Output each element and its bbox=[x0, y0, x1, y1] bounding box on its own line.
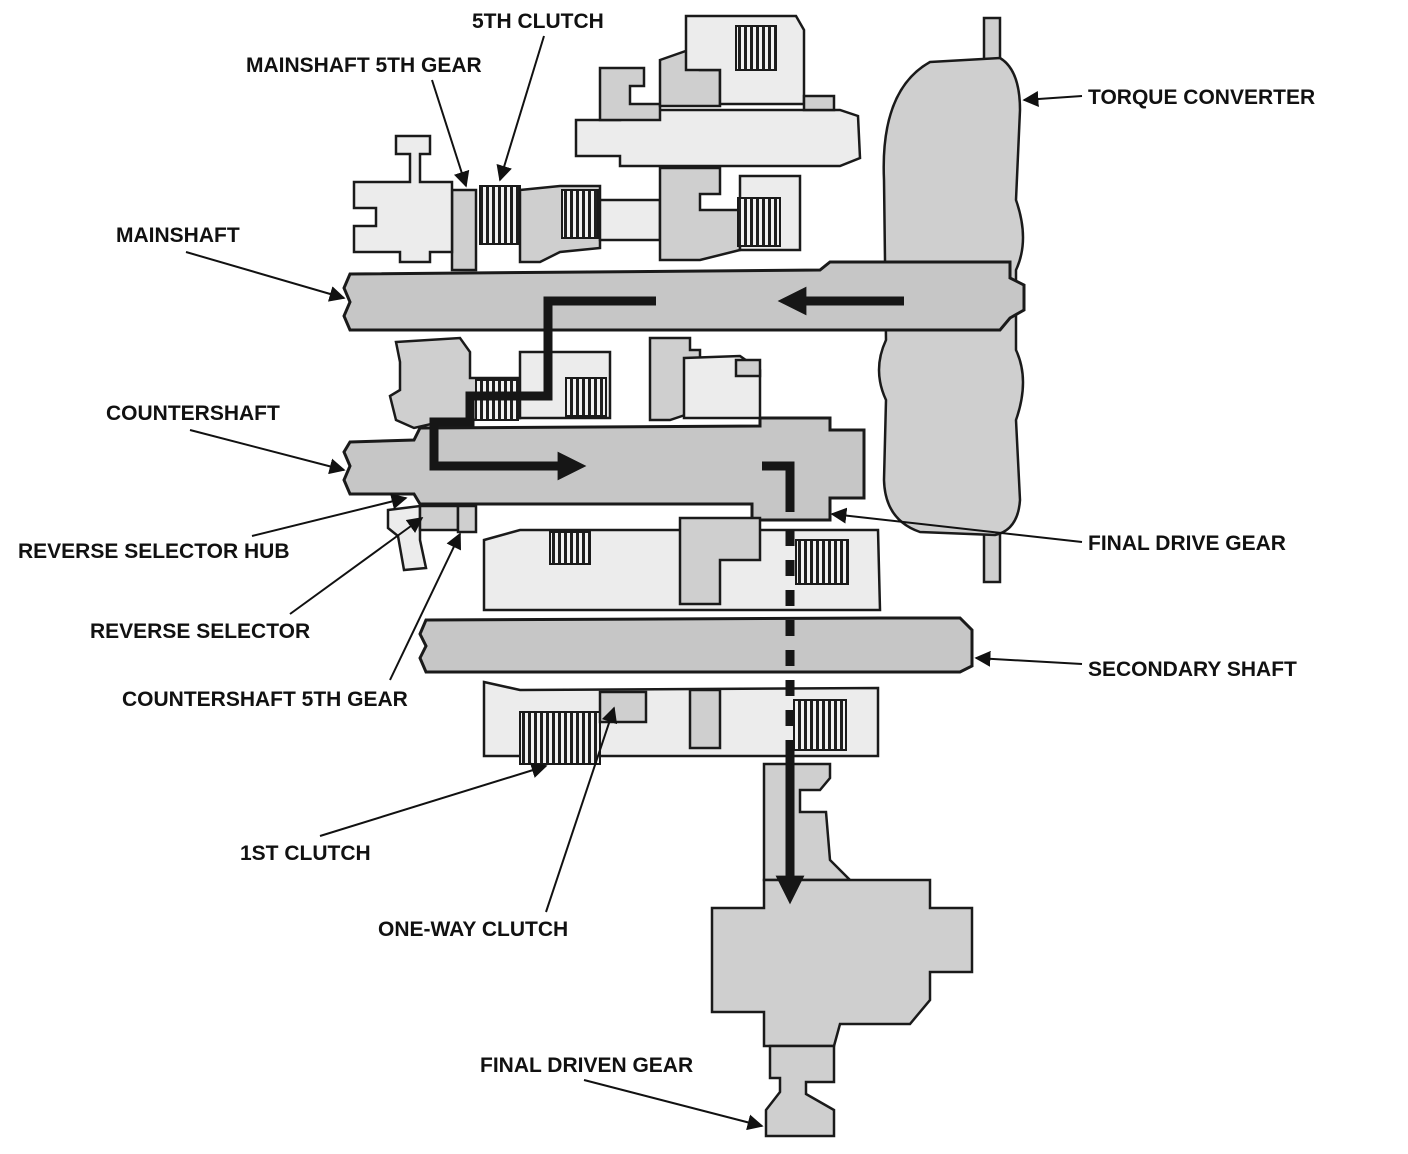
label-mainshaft-fifth-gear: MAINSHAFT 5TH GEAR bbox=[246, 54, 482, 77]
label-reverse-selector-hub: REVERSE SELECTOR HUB bbox=[18, 540, 290, 563]
differential-housing bbox=[710, 878, 974, 1048]
mainshaft-gear-middle bbox=[658, 166, 742, 262]
leader-mainshaft bbox=[185, 251, 346, 302]
power-flow-final-drive bbox=[762, 461, 795, 512]
leader-countershaft-fifth-gear bbox=[389, 532, 461, 681]
secondary-shaft-assembly bbox=[418, 516, 974, 765]
label-reverse-selector: REVERSE SELECTOR bbox=[90, 620, 310, 643]
power-flow-arrow-countershaft bbox=[429, 296, 656, 481]
fifth-clutch-discs bbox=[479, 185, 521, 245]
callout-labels: 5TH CLUTCH MAINSHAFT 5TH GEAR TORQUE CON… bbox=[18, 10, 1315, 1077]
secondary-lower-gear bbox=[688, 688, 722, 750]
label-secondary-shaft: SECONDARY SHAFT bbox=[1088, 658, 1297, 681]
secondary-upper-clutch-discs-left bbox=[549, 531, 591, 565]
leader-countershaft bbox=[189, 429, 346, 475]
differential-assembly bbox=[710, 762, 974, 1138]
leader-one-way-clutch bbox=[545, 706, 618, 913]
label-fifth-clutch: 5TH CLUTCH bbox=[472, 10, 604, 33]
mainshaft-hub bbox=[598, 198, 662, 242]
leader-mainshaft-fifth-gear bbox=[431, 79, 470, 188]
leader-reverse-selector-hub bbox=[251, 493, 408, 537]
label-first-clutch: 1ST CLUTCH bbox=[240, 842, 371, 865]
secondary-upper-clutch-discs-right bbox=[795, 539, 849, 585]
leader-first-clutch bbox=[319, 762, 548, 837]
leader-reverse-selector bbox=[289, 517, 424, 615]
mainshaft-lower-clutch-discs bbox=[737, 197, 781, 247]
torque-converter-stub-bottom bbox=[982, 528, 1002, 584]
label-countershaft-fifth-gear: COUNTERSHAFT 5TH GEAR bbox=[122, 688, 408, 711]
leader-secondary-shaft bbox=[974, 650, 1083, 667]
mainshaft-fifth-gear bbox=[450, 188, 478, 272]
mainshaft-body bbox=[342, 260, 1026, 332]
leader-final-driven-gear bbox=[583, 1079, 764, 1131]
mainshaft-assembly bbox=[342, 134, 1026, 332]
final-drive-gear bbox=[678, 516, 762, 606]
mainshaft-clutch-discs bbox=[561, 189, 599, 239]
upper-gear-left bbox=[598, 66, 662, 122]
countershaft-assembly bbox=[342, 336, 866, 572]
label-mainshaft: MAINSHAFT bbox=[116, 224, 240, 247]
leader-torque-converter bbox=[1022, 91, 1083, 107]
countershaft-bearing bbox=[734, 358, 762, 378]
final-driven-gear-upper bbox=[762, 762, 854, 882]
reverse-selector bbox=[418, 504, 460, 532]
power-flow-path bbox=[429, 286, 904, 905]
first-clutch-discs bbox=[519, 711, 601, 765]
upper-clutch-discs bbox=[735, 25, 777, 71]
label-torque-converter: TORQUE CONVERTER bbox=[1088, 86, 1315, 109]
label-countershaft: COUNTERSHAFT bbox=[106, 402, 280, 425]
mainshaft-gear-cluster-left bbox=[352, 134, 454, 264]
label-final-driven-gear: FINAL DRIVEN GEAR bbox=[480, 1054, 693, 1077]
upper-bearing bbox=[802, 94, 836, 112]
one-way-clutch bbox=[598, 690, 648, 724]
countershaft-fifth-gear-lower bbox=[456, 504, 478, 534]
secondary-shaft-body bbox=[418, 616, 974, 674]
label-one-way-clutch: ONE-WAY CLUTCH bbox=[378, 918, 568, 941]
final-driven-gear bbox=[764, 1044, 836, 1138]
upper-shaft-assembly bbox=[574, 14, 862, 168]
countershaft-second-clutch-discs bbox=[565, 377, 607, 417]
leader-fifth-clutch bbox=[496, 35, 545, 182]
leader-final-drive-gear bbox=[830, 507, 1083, 543]
label-final-drive-gear: FINAL DRIVE GEAR bbox=[1088, 532, 1286, 555]
countershaft-body bbox=[342, 416, 866, 522]
leader-lines bbox=[185, 35, 1083, 1131]
secondary-lower-clutch-discs-right bbox=[793, 699, 847, 751]
